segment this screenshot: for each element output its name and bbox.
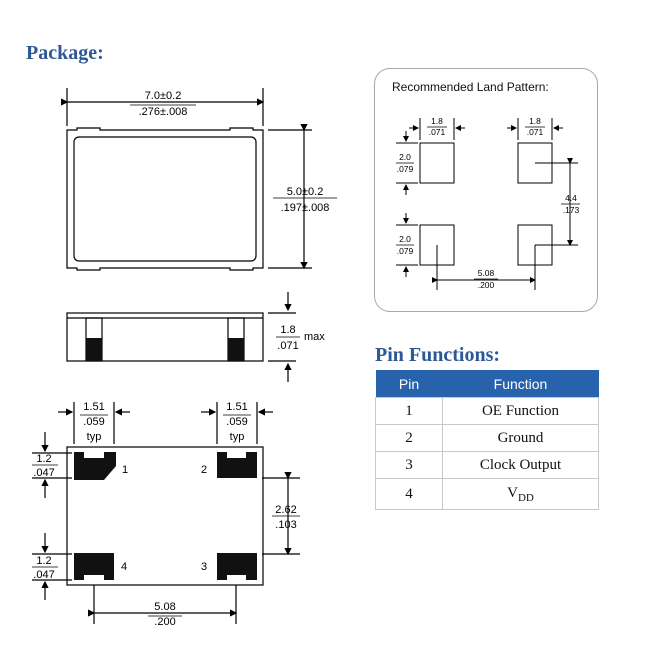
thickness-mm-label: 1.8	[280, 324, 295, 336]
land-pad-tl	[419, 142, 455, 184]
table-header-row: Pin Function	[375, 370, 599, 398]
pin-1-label: 1	[122, 464, 128, 476]
land-pad-width-2-mm: 1.8	[529, 116, 541, 126]
pad-height-top-mm: 1.2	[36, 453, 51, 465]
land-pad-height-1-in: .079	[397, 164, 414, 174]
table-row: 4 VDD	[375, 478, 599, 510]
pitch-mm-label: 5.08	[154, 601, 175, 613]
package-outline	[66, 127, 264, 271]
thickness-max-label: max	[304, 331, 325, 343]
table-row: 3 Clock Output	[375, 451, 599, 479]
pad-1	[74, 452, 116, 480]
land-pattern-title: Recommended Land Pattern:	[392, 80, 549, 94]
thickness-in-label: .071	[277, 340, 298, 352]
side-body	[66, 312, 264, 362]
land-vertical-mm: 4.4	[565, 193, 577, 203]
pin-4-label: 4	[121, 561, 127, 573]
side-terminal-right	[228, 338, 244, 361]
package-title: Package:	[26, 42, 104, 64]
height-in-label: .197±.008	[281, 202, 330, 214]
pad-height-top-in: .047	[33, 467, 54, 479]
pad-width-left-in: .059	[83, 416, 104, 428]
land-pad-height-2-mm: 2.0	[399, 234, 411, 244]
package-lid	[73, 136, 257, 262]
pin-function: OE Function	[442, 397, 599, 425]
pitch-in-label: .200	[154, 616, 175, 628]
pin-3-label: 3	[201, 561, 207, 573]
pad-3	[217, 553, 257, 580]
pin-functions-title: Pin Functions:	[375, 344, 501, 366]
pad-width-left-typ: typ	[87, 431, 102, 443]
land-pad-width-1-mm: 1.8	[431, 116, 443, 126]
pad-2	[217, 452, 257, 478]
land-horizontal-in: .200	[478, 280, 495, 290]
pad-width-right-mm: 1.51	[226, 401, 247, 413]
pad-width-left-mm: 1.51	[83, 401, 104, 413]
table-row: 2 Ground	[375, 424, 599, 452]
pin-number: 3	[375, 451, 443, 479]
pad-width-right-in: .059	[226, 416, 247, 428]
pin-number: 1	[375, 397, 443, 425]
pad-height-bottom-mm: 1.2	[36, 555, 51, 567]
side-terminal-left	[86, 338, 102, 361]
land-pad-height-2-in: .079	[397, 246, 414, 256]
gap-mm-label: 2.62	[275, 504, 296, 516]
pin-function: VDD	[442, 478, 599, 510]
bottom-outline	[66, 446, 264, 586]
table-row: 1 OE Function	[375, 397, 599, 425]
pin-2-label: 2	[201, 464, 207, 476]
pin-function: Ground	[442, 424, 599, 452]
vdd-main: V	[507, 484, 518, 501]
land-pad-height-1-mm: 2.0	[399, 152, 411, 162]
gap-in-label: .103	[275, 519, 296, 531]
land-pad-width-1-in: .071	[429, 127, 446, 137]
pad-height-bottom-in: .047	[33, 569, 54, 581]
header-function: Function	[442, 370, 599, 398]
pin-functions-table: Pin Function 1 OE Function 2 Ground 3 Cl…	[375, 370, 599, 510]
land-pattern-panel	[374, 68, 598, 312]
pad-4	[74, 553, 114, 580]
pad-width-right-typ: typ	[230, 431, 245, 443]
width-in-label: .276±.008	[139, 106, 188, 118]
land-pad-width-2-in: .071	[527, 127, 544, 137]
pin-number: 4	[375, 478, 443, 510]
land-horizontal-mm: 5.08	[478, 268, 495, 278]
pin-function: Clock Output	[442, 451, 599, 479]
bottom-view	[32, 402, 300, 624]
pin-number: 2	[375, 424, 443, 452]
width-mm-label: 7.0±0.2	[145, 90, 182, 102]
height-mm-label: 5.0±0.2	[287, 186, 324, 198]
land-vertical-in: .173	[563, 205, 580, 215]
top-view	[61, 88, 337, 271]
header-pin: Pin	[375, 370, 443, 398]
vdd-subscript: DD	[517, 491, 534, 504]
